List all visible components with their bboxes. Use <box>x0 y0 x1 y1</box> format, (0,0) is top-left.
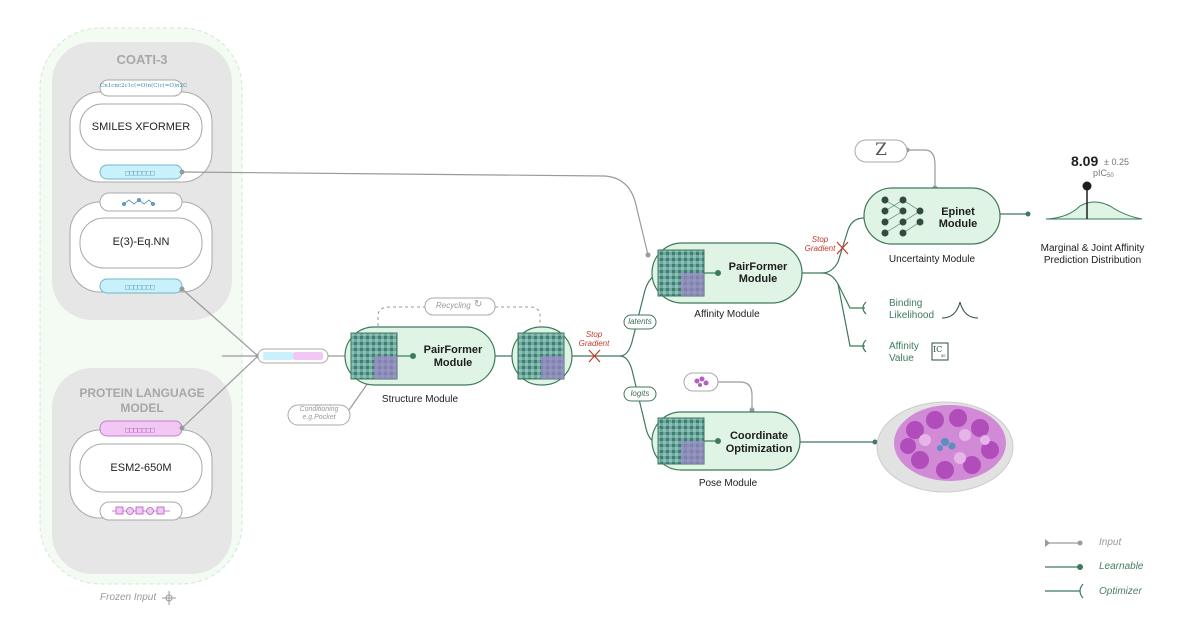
noise-pill <box>854 139 908 163</box>
epinet-name-line2: Module <box>938 218 978 230</box>
distribution-caption-line1: Marginal & Joint Affinity <box>1040 243 1145 254</box>
conditioning-line2: e.g.Pocket <box>302 414 336 421</box>
binding-likelihood-line2: Likelihood <box>889 310 935 321</box>
affinity-module-name-line2: Module <box>738 273 778 285</box>
logits-tag <box>623 386 657 402</box>
protein-sequence-icon <box>112 506 170 515</box>
epinet-module-box <box>863 187 1001 245</box>
conditioning-pill <box>287 404 351 426</box>
smiles-string: Cn1cnc2c1c(=O)n(C)c(=O)n2C <box>100 83 188 89</box>
egnn-block <box>79 217 203 269</box>
pose-module-name-line1: Coordinate <box>729 430 789 442</box>
uncertainty-module-caption: Uncertainty Module <box>888 254 976 265</box>
legend-optimizer-line <box>1045 583 1084 599</box>
logits-label: logits <box>630 389 650 398</box>
recycling-label: Recycling <box>436 301 471 310</box>
latents-tag <box>623 314 657 330</box>
coati-title: COATI-3 <box>116 52 168 67</box>
esm-label-bound: ESM2-650M <box>110 462 172 474</box>
latents-label: latents <box>628 317 652 326</box>
affinity-module-name-line1: PairFormer <box>728 261 788 273</box>
affinity-distribution-plot <box>1045 181 1143 220</box>
stop-gradient-affinity-line1: Stop <box>811 235 829 244</box>
svg-text:□□□□□□□: □□□□□□□ <box>125 283 155 291</box>
protein-title-line2: MODEL <box>120 401 164 415</box>
recycling-pill <box>424 297 496 316</box>
svg-text:□□□□□□□: □□□□□□□ <box>125 426 155 434</box>
legend-learnable-line <box>1045 564 1083 570</box>
ligand-icon <box>694 376 709 387</box>
structure-module-name-line1: PairFormer <box>423 344 483 356</box>
egnn-label: E(3)-Eq.NN <box>112 236 170 248</box>
prediction-value: 8.09 <box>1071 153 1099 169</box>
affinity-value-line1: Affinity <box>889 341 919 352</box>
noise-symbol: Z <box>875 140 887 160</box>
conditioning-line1: Conditioning <box>299 406 339 413</box>
frozen-input-icon <box>162 591 176 605</box>
smiles-xformer-block <box>79 103 203 151</box>
stop-gradient-cross-structure <box>588 349 601 363</box>
binding-likelihood-line1: Binding <box>889 298 923 309</box>
smiles-string-pill <box>99 79 183 97</box>
stop-gradient-affinity-line2: Gradient <box>804 244 836 253</box>
legend-learnable-label: Learnable <box>1099 561 1144 572</box>
svg-text:□□□□□□□: □□□□□□□ <box>125 169 155 177</box>
prediction-error: ± 0.25 <box>1104 157 1129 167</box>
egnn-embedding-pill <box>99 278 183 294</box>
protein-title-line1: PROTEIN LANGUAGE <box>79 386 205 400</box>
epinet-name-line1: Epinet <box>941 206 975 218</box>
structure-module-name-line2: Module <box>433 357 473 369</box>
pose-module-caption: Pose Module <box>698 478 758 489</box>
binding-likelihood-curve-icon <box>941 301 979 319</box>
prediction-unit-sub: 50 <box>1107 173 1114 179</box>
legend-input-label: Input <box>1099 537 1122 548</box>
molecule-graph-icon <box>122 198 155 206</box>
recycling-icon: ↻ <box>474 299 483 310</box>
stop-gradient-structure-line2: Gradient <box>578 339 610 348</box>
stop-gradient-structure-line1: Stop <box>585 330 603 339</box>
prediction-unit: pIC <box>1093 168 1108 178</box>
structure-module-caption: Structure Module <box>381 394 459 405</box>
legend-input-line <box>1045 539 1083 547</box>
ic50-icon-sub: 50 <box>941 353 946 358</box>
frozen-input-label: Frozen Input <box>100 592 157 603</box>
ligand-pill <box>683 372 719 392</box>
smiles-xformer-label: SMILES XFORMER <box>91 121 191 133</box>
stop-gradient-cross-affinity <box>836 241 849 255</box>
ic50-icon-box <box>931 342 949 361</box>
ic50-icon-text: IC <box>933 345 943 354</box>
pose-module-name-line2: Optimization <box>725 443 793 455</box>
learnable-connections <box>572 213 1028 443</box>
protein-pose-render <box>876 401 1014 493</box>
affinity-module-caption: Affinity Module <box>694 309 760 320</box>
distribution-caption-line2: Prediction Distribution <box>1043 255 1142 266</box>
esm-block <box>79 443 203 493</box>
neural-net-icon <box>881 196 924 237</box>
input-connections <box>181 149 936 429</box>
legend-optimizer-label: Optimizer <box>1099 586 1142 597</box>
affinity-value-line2: Value <box>889 353 914 364</box>
